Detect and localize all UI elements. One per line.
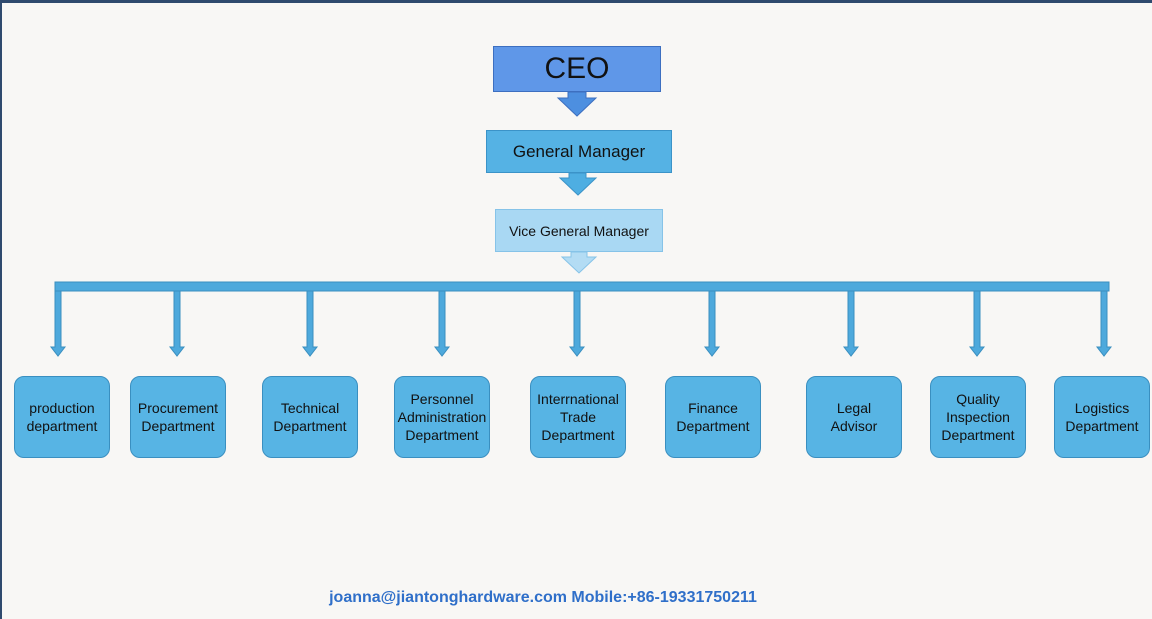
- department-arrow-5: [568, 290, 586, 357]
- department-technical: Technical Department: [262, 376, 358, 458]
- department-arrow-2: [168, 290, 186, 357]
- department-arrow-9: [1095, 290, 1113, 357]
- department-production: production department: [14, 376, 110, 458]
- department-arrow-4: [433, 290, 451, 357]
- department-procurement: Procurement Department: [130, 376, 226, 458]
- department-arrow-8: [968, 290, 986, 357]
- department-international-trade: Interrnational Trade Department: [530, 376, 626, 458]
- department-finance: Finance Department: [665, 376, 761, 458]
- window-top-border: [0, 0, 1152, 3]
- general-manager-box: General Manager: [486, 130, 672, 173]
- department-arrow-6: [703, 290, 721, 357]
- distribution-bar: [54, 281, 1110, 292]
- contact-info: joanna@jiantonghardware.com Mobile:+86-1…: [329, 589, 757, 606]
- department-arrow-7: [842, 290, 860, 357]
- department-logistics: Logistics Department: [1054, 376, 1150, 458]
- gm-arrow: [558, 172, 598, 196]
- department-quality-inspection: Quality Inspection Department: [930, 376, 1026, 458]
- ceo-box: CEO: [493, 46, 661, 92]
- ceo-arrow: [556, 91, 598, 117]
- department-arrow-3: [301, 290, 319, 357]
- window-left-border: [0, 0, 2, 619]
- department-personnel-administration: Personnel Administration Department: [394, 376, 490, 458]
- vgm-arrow: [560, 251, 598, 274]
- vice-general-manager-box: Vice General Manager: [495, 209, 663, 252]
- department-legal-advisor: Legal Advisor: [806, 376, 902, 458]
- department-arrow-1: [49, 290, 67, 357]
